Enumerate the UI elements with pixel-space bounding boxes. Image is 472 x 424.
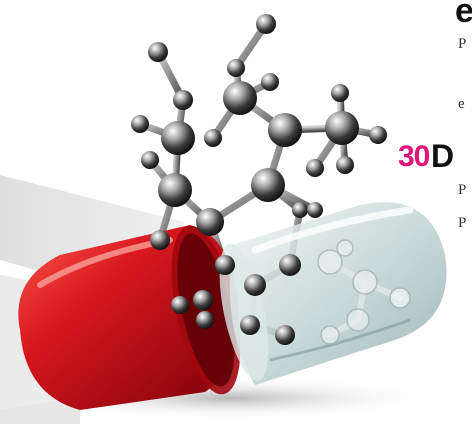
section-heading: D (431, 138, 455, 174)
glass-capsule-half (219, 202, 447, 385)
heading-top: e (455, 0, 472, 30)
text-line-1: P (458, 36, 467, 52)
text-line-2: e (458, 96, 465, 112)
text-line-3: P (458, 182, 467, 198)
molecule-atoms-inner (317, 239, 411, 345)
text-line-4: P (458, 215, 467, 231)
section-number: 30 (398, 140, 430, 173)
molecule-atoms (131, 14, 387, 345)
